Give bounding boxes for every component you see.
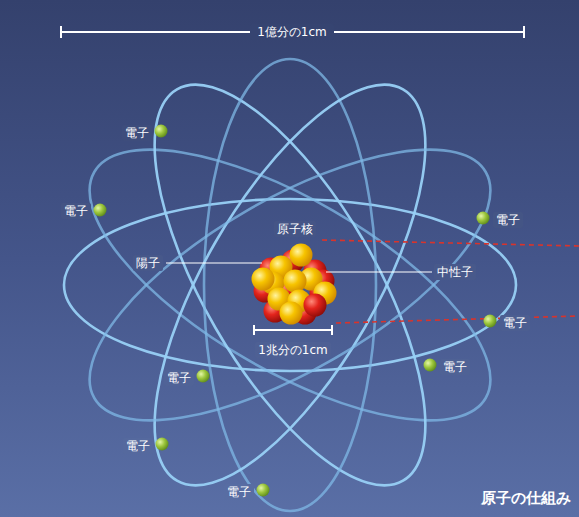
diagram-title: 原子の仕組み [481, 489, 571, 508]
leader-line [166, 262, 262, 263]
electron-label: 電子 [164, 370, 194, 386]
orbit-ellipse [64, 199, 516, 371]
ray-lines [322, 240, 579, 323]
dashed-line [322, 240, 579, 246]
electron-label: 電子 [123, 438, 153, 454]
neutron-sphere [252, 268, 275, 291]
orbit-ellipse [51, 98, 528, 473]
nucleus [252, 244, 337, 325]
neutron-sphere [290, 244, 313, 267]
electron-orbits [51, 46, 528, 517]
neutron-sphere [284, 270, 307, 293]
electron-dot [257, 484, 270, 497]
electron-label: 電子 [122, 125, 152, 141]
electron-label: 電子 [500, 315, 530, 331]
electron-dot [155, 125, 168, 138]
electron-dot [484, 315, 497, 328]
electron-label: 電子 [61, 203, 91, 219]
orbit-ellipse [51, 98, 528, 473]
leader-lines [166, 263, 432, 272]
electron-label: 電子 [224, 484, 254, 500]
electron-dot [197, 370, 210, 383]
dimension-tick [60, 26, 62, 38]
dimension-label: 1億分の1cm [250, 24, 334, 40]
nucleus-label: 原子核 [274, 221, 316, 237]
orbit-ellipse [103, 46, 478, 517]
proton-label: 陽子 [133, 255, 163, 271]
dimension-lines [60, 26, 525, 335]
dimension-tick [331, 325, 333, 335]
leader-line [326, 271, 432, 272]
electron-dot [424, 359, 437, 372]
electron-label: 電子 [440, 359, 470, 375]
neutron-label: 中性子 [434, 264, 476, 280]
proton-sphere [304, 294, 327, 317]
dimension-label: 1兆分の1cm [255, 342, 331, 358]
electrons [94, 125, 497, 497]
electron-dot [477, 212, 490, 225]
electron-label: 電子 [493, 212, 523, 228]
dimension-tick [523, 26, 525, 38]
electron-dot [156, 438, 169, 451]
dashed-line [336, 316, 579, 323]
orbit-ellipse [204, 59, 376, 511]
dimension-line [253, 329, 333, 331]
dimension-tick [253, 325, 255, 335]
electron-dot [94, 204, 107, 217]
orbit-ellipse [103, 46, 478, 517]
neutron-sphere [280, 302, 303, 325]
